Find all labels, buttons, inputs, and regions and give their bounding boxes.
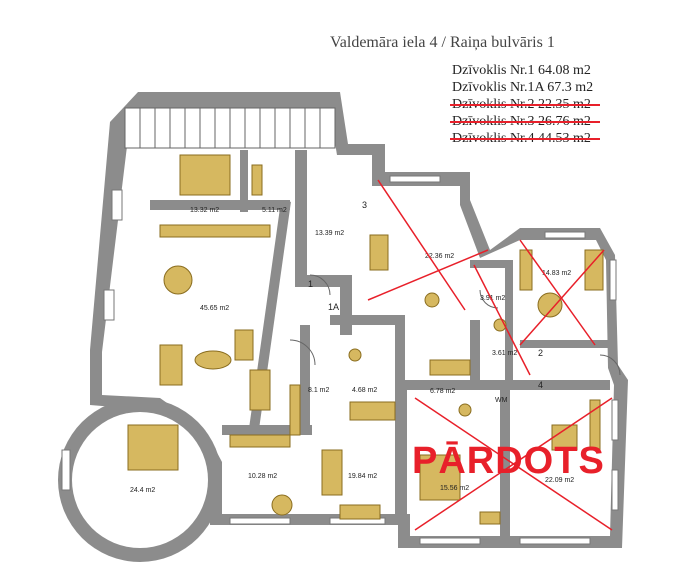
sofa-icon bbox=[234, 329, 254, 361]
bed-icon bbox=[419, 454, 461, 501]
unit-number: 1 bbox=[308, 279, 313, 289]
apartment-item: Dzīvoklis Nr.1A 67.3 m2 bbox=[452, 80, 594, 95]
room-area-label: 13.32 m2 bbox=[190, 207, 219, 214]
washing-machine-label: WM bbox=[495, 397, 508, 404]
unit-number-labels: 1 1A 3 2 4 bbox=[308, 200, 543, 390]
room-area-label: 6.78 m2 bbox=[430, 388, 455, 395]
strikethrough-line bbox=[450, 121, 600, 123]
apartment-item: Dzīvoklis Nr.1 64.08 m2 bbox=[452, 63, 591, 78]
unit-number: 3 bbox=[362, 200, 367, 210]
room-area-label: 14.83 m2 bbox=[542, 270, 571, 277]
bathtub-icon bbox=[429, 359, 471, 376]
bed-icon bbox=[179, 154, 231, 196]
apartment-item-sold: Dzīvoklis Nr.4 44.53 m2 bbox=[450, 130, 600, 147]
room-area-label: 24.4 m2 bbox=[130, 487, 155, 494]
furniture bbox=[127, 154, 604, 525]
room-area-label: 45.65 m2 bbox=[200, 305, 229, 312]
room-area-label: 5.11 m2 bbox=[262, 207, 287, 214]
sold-stamp: PĀRDOTS bbox=[412, 440, 605, 482]
strikethrough-line bbox=[450, 104, 600, 106]
dining-table-icon bbox=[271, 494, 293, 516]
apartment-item-sold: Dzīvoklis Nr.2 22.35 m2 bbox=[450, 96, 600, 113]
kitchen-counter-icon bbox=[159, 224, 271, 238]
room-area-label: 3.91 m2 bbox=[480, 295, 505, 302]
sofa-icon bbox=[249, 369, 271, 411]
room-area-label: 8.1 m2 bbox=[308, 387, 330, 394]
toilet-icon bbox=[424, 292, 440, 308]
windows bbox=[61, 175, 619, 545]
unit-number: 4 bbox=[538, 380, 543, 390]
sofa-icon bbox=[479, 511, 501, 525]
room-area-labels: 13.32 m2 5.11 m2 13.39 m2 22.36 m2 14.83… bbox=[130, 207, 574, 494]
room-area-label: 10.28 m2 bbox=[248, 473, 277, 480]
room-area-label: 19.84 m2 bbox=[348, 473, 377, 480]
kitchen-counter-icon bbox=[229, 434, 291, 448]
bookshelf-icon bbox=[289, 384, 301, 436]
dining-table-icon bbox=[537, 292, 563, 318]
bookshelf-icon bbox=[519, 249, 533, 291]
sofa-icon bbox=[159, 344, 183, 386]
bed-icon bbox=[127, 424, 179, 471]
bathtub-icon bbox=[349, 401, 396, 421]
room-area-label: 15.56 m2 bbox=[440, 485, 469, 492]
dining-table-icon bbox=[163, 265, 193, 295]
bookshelf-icon bbox=[589, 399, 601, 451]
room-area-label: 3.61 m2 bbox=[492, 350, 517, 357]
room-area-label: 22.09 m2 bbox=[545, 477, 574, 484]
room-area-label: 13.39 m2 bbox=[315, 230, 344, 237]
plan-title: Valdemāra iela 4 / Raiņa bulvāris 1 bbox=[330, 34, 555, 51]
unit-number: 1A bbox=[328, 302, 339, 312]
sofa-icon bbox=[321, 449, 343, 496]
apartment-list: Dzīvoklis Nr.1 64.08 m2 Dzīvoklis Nr.1A … bbox=[450, 62, 600, 147]
bookshelf-icon bbox=[251, 164, 263, 196]
toilet-icon bbox=[458, 403, 472, 417]
toilet-icon bbox=[348, 348, 362, 362]
apartment-item-sold: Dzīvoklis Nr.3 26.76 m2 bbox=[450, 113, 600, 130]
unit-number: 2 bbox=[538, 348, 543, 358]
sofa-icon bbox=[339, 504, 381, 520]
coffee-table-icon bbox=[194, 350, 232, 370]
sofa-icon bbox=[369, 234, 389, 271]
room-area-label: 22.36 m2 bbox=[425, 253, 454, 260]
walls bbox=[58, 92, 628, 562]
room-area-label: 4.68 m2 bbox=[352, 387, 377, 394]
sold-cross-marks bbox=[367, 179, 613, 531]
strikethrough-line bbox=[450, 138, 600, 140]
sofa-icon bbox=[584, 249, 604, 291]
staircase bbox=[124, 107, 336, 149]
